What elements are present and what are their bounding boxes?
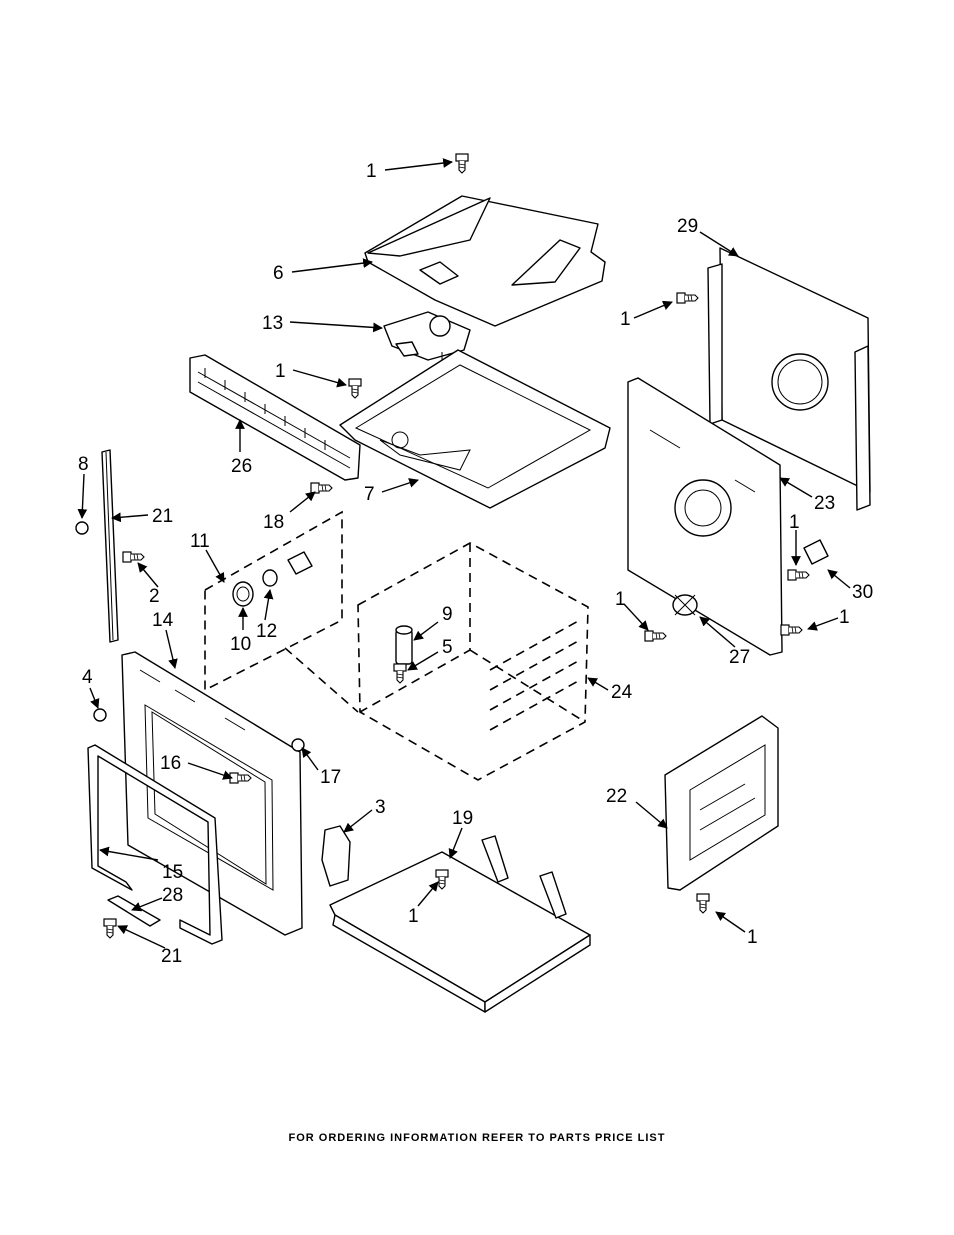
callout-label: 13	[262, 313, 283, 334]
callout-label: 5	[442, 637, 453, 658]
front-frame-part	[121, 651, 303, 936]
screw-icon	[676, 292, 699, 304]
bumper-icon	[75, 521, 89, 535]
callout-label: 23	[814, 493, 835, 514]
callout-label: 3	[375, 797, 386, 818]
callout-label: 7	[364, 484, 375, 505]
callout-label: 1	[275, 361, 286, 382]
callout-label: 1	[615, 589, 626, 610]
side-trim-part	[101, 449, 119, 643]
callout-label: 17	[320, 767, 341, 788]
oven-liner-part	[284, 542, 589, 781]
callout-label: 1	[747, 927, 758, 948]
callout-label: 2	[149, 586, 160, 607]
screw-icon	[393, 663, 407, 684]
callout-label: 8	[78, 454, 89, 475]
callout-label: 14	[152, 610, 174, 631]
callout-label: 12	[256, 621, 277, 642]
callout-label: 21	[152, 506, 173, 527]
thermostat-bracket-part	[383, 311, 471, 455]
nut-icon	[291, 738, 305, 752]
screw-icon	[787, 569, 810, 581]
callout-label: 16	[160, 753, 181, 774]
screw-icon	[455, 153, 469, 174]
screw-icon	[348, 378, 362, 399]
callout-label: 1	[839, 607, 850, 628]
callout-label: 10	[230, 634, 251, 655]
callout-label: 11	[190, 531, 210, 552]
callout-label: 1	[620, 309, 631, 330]
callout-label: 9	[442, 604, 453, 625]
bottom-panel-part	[329, 835, 591, 1013]
back-plate-part	[627, 377, 783, 656]
oven-top-panel-part	[339, 349, 611, 509]
screw-icon	[696, 893, 710, 914]
callout-label: 4	[82, 667, 93, 688]
callout-label: 6	[273, 263, 284, 284]
screw-icon	[103, 918, 117, 939]
callout-label: 21	[161, 946, 182, 967]
callout-label: 1	[789, 512, 800, 533]
bumper-icon	[93, 708, 107, 722]
screw-icon	[229, 772, 252, 784]
door-gasket-part	[87, 744, 223, 945]
control-knob-part	[232, 551, 313, 607]
clip-part	[803, 539, 829, 565]
vent-grille-part	[189, 354, 361, 481]
callout-label: 28	[162, 885, 183, 906]
side-bracket-part	[321, 825, 351, 887]
screw-icon	[780, 624, 803, 636]
callout-label: 19	[452, 808, 473, 829]
footer-note: FOR ORDERING INFORMATION REFER TO PARTS …	[288, 1132, 666, 1144]
callout-label: 26	[231, 456, 252, 477]
control-group-outline	[204, 510, 343, 692]
callout-label: 30	[852, 582, 873, 603]
callout-label: 27	[729, 647, 750, 668]
callout-label: 1	[408, 906, 419, 927]
callout-label: 1	[366, 161, 377, 182]
callout-label: 18	[263, 512, 284, 533]
callout-label: 22	[606, 786, 627, 807]
rear-panel-part	[707, 247, 871, 511]
top-shield-part	[364, 195, 606, 327]
callout-label: 24	[611, 682, 633, 703]
callout-label: 15	[162, 862, 183, 883]
leader-lines	[77, 158, 851, 949]
fan-bracket-part	[672, 594, 698, 616]
heating-element-part	[395, 625, 413, 665]
screw-icon	[644, 630, 667, 642]
side-panel-part	[664, 715, 779, 891]
screw-icon	[122, 551, 145, 563]
callout-label: 29	[677, 216, 698, 237]
screw-icon	[310, 482, 333, 494]
